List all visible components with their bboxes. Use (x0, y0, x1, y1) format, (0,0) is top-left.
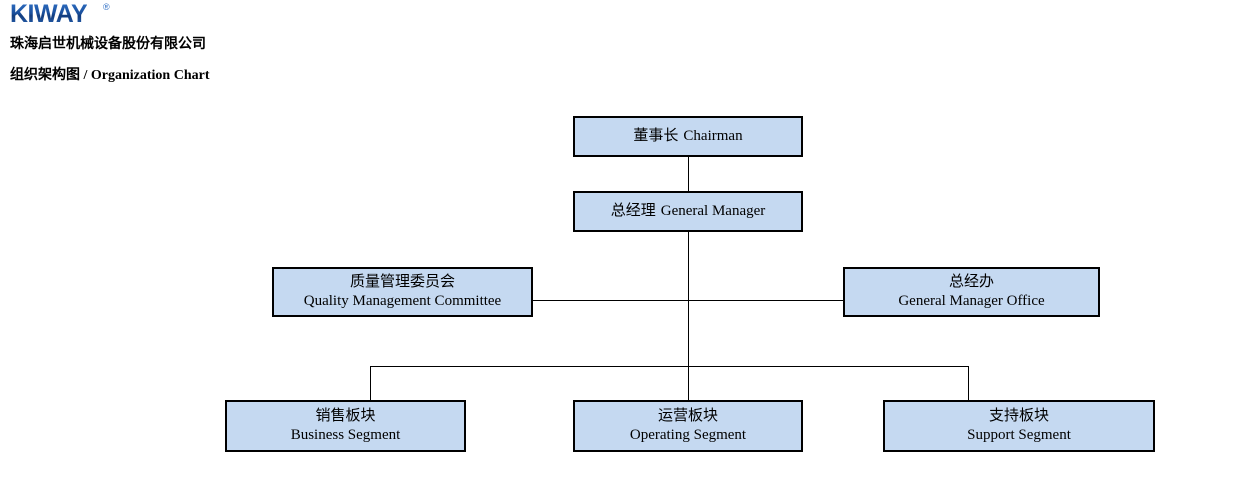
node-gm-office-en: General Manager Office (898, 293, 1045, 309)
node-quality-committee-en: Quality Management Committee (303, 293, 502, 309)
connector-gm-spine (688, 231, 689, 366)
connector-chairman-to-gm (688, 156, 689, 191)
node-general-manager-office[interactable]: 总经办 General Manager Office (843, 267, 1100, 317)
node-business-segment[interactable]: 销售板块 Business Segment (225, 400, 466, 452)
company-name: 珠海启世机械设备股份有限公司 (10, 35, 206, 51)
node-business-segment-en: Business Segment (290, 427, 401, 443)
connector-gm-to-quality-committee (533, 300, 688, 301)
node-quality-management-committee[interactable]: 质量管理委员会 Quality Management Committee (272, 267, 533, 317)
connector-gm-to-gm-office (688, 300, 843, 301)
node-operating-segment-cn: 运营板块 (657, 407, 718, 425)
connector-bus-to-support-segment (968, 366, 969, 400)
connector-bus-to-operating-segment (688, 366, 689, 400)
connector-bus-to-business-segment (370, 366, 371, 400)
node-gm-office-cn: 总经办 (948, 273, 994, 291)
node-support-segment-en: Support Segment (967, 427, 1071, 443)
node-chairman-en: Chairman (683, 128, 743, 145)
node-operating-segment-en: Operating Segment (629, 427, 747, 443)
node-support-segment[interactable]: 支持板块 Support Segment (883, 400, 1155, 452)
registered-trademark-icon: ® (103, 2, 110, 12)
node-support-segment-cn: 支持板块 (988, 407, 1049, 425)
node-general-manager-cn: 总经理 (610, 202, 656, 220)
node-chairman-cn: 董事长 (633, 127, 679, 145)
connector-bottom-bus (370, 366, 969, 367)
node-operating-segment[interactable]: 运营板块 Operating Segment (573, 400, 803, 452)
node-business-segment-cn: 销售板块 (315, 407, 376, 425)
page-title-cn: 组织架构图 (10, 66, 80, 82)
node-general-manager-en: General Manager (660, 203, 766, 220)
page-title-en: Organization Chart (90, 68, 210, 83)
kiway-logo: KIWAY (10, 0, 88, 28)
node-quality-committee-cn: 质量管理委员会 (349, 273, 455, 291)
page-title: 组织架构图 / Organization Chart (10, 64, 210, 84)
page-title-separator: / (80, 68, 91, 83)
